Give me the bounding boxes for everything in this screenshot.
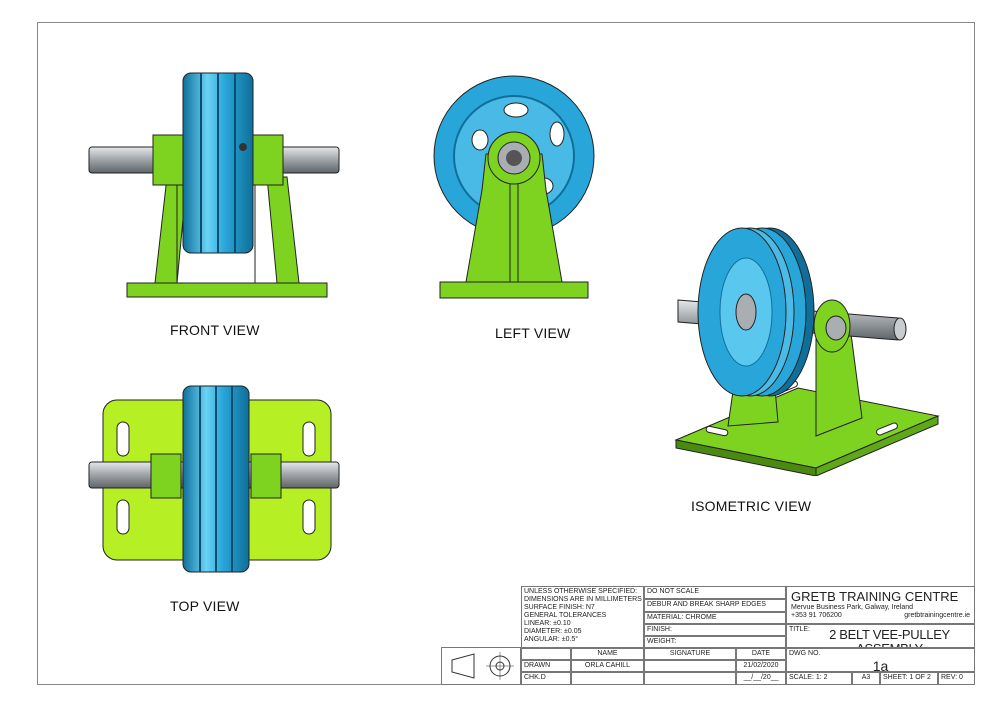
col-signature-header: SIGNATURE: [644, 648, 736, 660]
note-line: UNLESS OTHERWISE SPECIFIED:: [524, 588, 638, 595]
blank-header: [521, 648, 571, 660]
revision: REV: 0: [938, 672, 975, 685]
company-address: Mervue Business Park, Galway, Ireland: [791, 604, 914, 611]
dwg-number-cell: DWG NO. 1a: [786, 648, 975, 672]
col-name-header: NAME: [571, 648, 644, 660]
checked-label: CHK.D: [521, 672, 571, 685]
company-contact: +353 91 706200 gretbtrainingcentre.ie: [791, 612, 970, 620]
title-block: UNLESS OTHERWISE SPECIFIED: DIMENSIONS A…: [441, 586, 975, 685]
drawing-title: 2 BELT VEE-PULLEY ASSEMBLY: [829, 627, 950, 648]
drawn-signature: [644, 660, 736, 672]
checked-signature: [644, 672, 736, 685]
left-view-drawing: [433, 75, 595, 299]
finish: FINISH:: [644, 624, 786, 636]
top-view-label: TOP VIEW: [170, 598, 240, 614]
company-name: GRETB TRAINING CENTRE: [791, 589, 959, 604]
material: MATERIAL: CHROME: [644, 612, 786, 624]
isometric-view-drawing: [674, 227, 940, 476]
col-date-header: DATE: [736, 648, 786, 660]
drawn-name: ORLA CAHILL: [571, 660, 644, 672]
isometric-view-label: ISOMETRIC VIEW: [691, 498, 812, 514]
scale: SCALE: 1: 2: [786, 672, 852, 685]
company-website: gretbtrainingcentre.ie: [904, 612, 970, 619]
sheet-size: A3: [852, 672, 880, 685]
checked-name: [571, 672, 644, 685]
weight: WEIGHT:: [644, 636, 786, 648]
top-view-drawing: [88, 385, 340, 573]
company-block: GRETB TRAINING CENTRE Mervue Business Pa…: [786, 586, 975, 624]
note-line: DIMENSIONS ARE IN MILLIMETERS: [524, 596, 642, 603]
front-view-label: FRONT VIEW: [170, 322, 260, 338]
dwg-number: 1a: [872, 658, 889, 672]
note-line: GENERAL TOLERANCES: [524, 612, 607, 619]
drawn-date: 21/02/2020: [736, 660, 786, 672]
sheet-number: SHEET: 1 OF 2: [880, 672, 938, 685]
company-phone: +353 91 706200: [791, 612, 842, 619]
projection-symbol-cell: [441, 647, 521, 685]
dwg-number-label: DWG NO.: [789, 650, 821, 657]
do-not-scale: DO NOT SCALE: [644, 586, 786, 599]
left-view-label: LEFT VIEW: [495, 325, 571, 341]
drawn-label: DRAWN: [521, 660, 571, 672]
third-angle-projection-icon: [451, 652, 514, 680]
note-line: ANGULAR: ±0.5°: [524, 636, 579, 643]
note-line: LINEAR: ±0.10: [524, 620, 571, 627]
front-view-drawing: [88, 72, 340, 298]
checked-date: __/__/20__: [736, 672, 786, 685]
title-cell: TITLE: 2 BELT VEE-PULLEY ASSEMBLY: [786, 624, 975, 648]
general-notes: UNLESS OTHERWISE SPECIFIED: DIMENSIONS A…: [521, 586, 644, 648]
note-line: DIAMETER: ±0.05: [524, 628, 582, 635]
debur-note: DEBUR AND BREAK SHARP EDGES: [644, 599, 786, 612]
note-line: SURFACE FINISH: N7: [524, 604, 595, 611]
title-label: TITLE:: [789, 626, 811, 633]
